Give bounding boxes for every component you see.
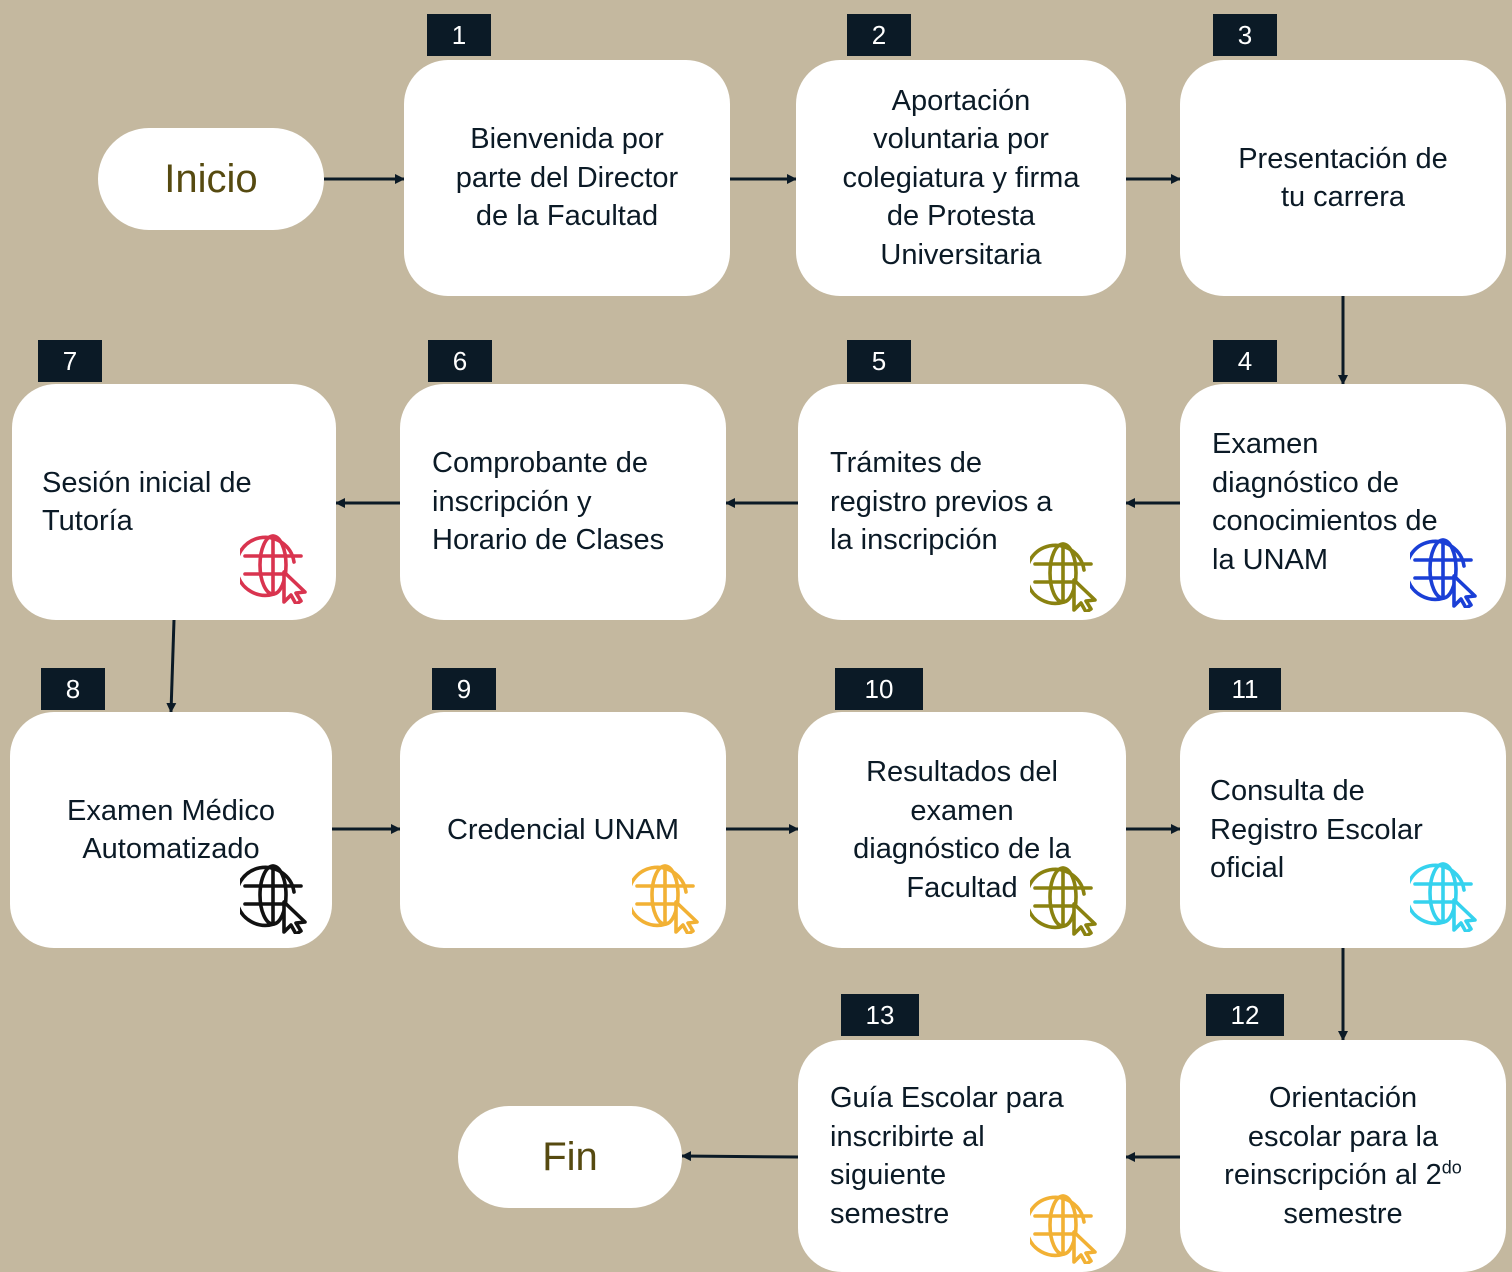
step-box: Bienvenida por parte del Director de la … bbox=[404, 60, 730, 296]
step-number-badge: 12 bbox=[1206, 994, 1284, 1036]
step-number-badge: 4 bbox=[1213, 340, 1277, 382]
connector-arrow bbox=[681, 1151, 799, 1162]
step-box: Comprobante de inscripción y Horario de … bbox=[400, 384, 726, 620]
step-number-badge: 3 bbox=[1213, 14, 1277, 56]
step-number-badge: 6 bbox=[428, 340, 492, 382]
step-text: Examen diagnóstico de conocimientos de l… bbox=[1212, 428, 1438, 576]
globe-cursor-icon[interactable] bbox=[1410, 860, 1482, 932]
step-text: Credencial UNAM bbox=[446, 813, 680, 846]
step-text: Sesión inicial de Tutoría bbox=[42, 466, 252, 538]
globe-cursor-icon[interactable] bbox=[240, 532, 312, 604]
step-box: Sesión inicial de Tutoría bbox=[12, 384, 336, 620]
step-number-badge: 13 bbox=[841, 994, 919, 1036]
start-terminal: Inicio bbox=[98, 128, 324, 230]
step-box: Orientación escolar para la reinscripció… bbox=[1180, 1040, 1506, 1272]
step-text: Comprobante de inscripción y Horario de … bbox=[432, 447, 665, 557]
step-text: Orientación escolar para la reinscripció… bbox=[1224, 1082, 1462, 1230]
step-box: Resultados del examen diagnóstico de la … bbox=[798, 712, 1126, 948]
step-text: Trámites de registro previos a la inscri… bbox=[830, 447, 1053, 557]
step-number-badge: 1 bbox=[427, 14, 491, 56]
step-text: Bienvenida por parte del Director de la … bbox=[455, 123, 679, 233]
step-text: Guía Escolar para inscribirte al siguien… bbox=[830, 1082, 1064, 1230]
step-number-badge: 10 bbox=[835, 668, 923, 710]
step-text: Aportación voluntaria por colegiatura y … bbox=[842, 84, 1080, 271]
connector-arrow bbox=[166, 619, 177, 713]
step-box: Presentación de tu carrera bbox=[1180, 60, 1506, 296]
step-text: Presentación de tu carrera bbox=[1238, 142, 1448, 214]
globe-cursor-icon[interactable] bbox=[1410, 536, 1482, 608]
step-text: Examen Médico Automatizado bbox=[67, 794, 275, 866]
step-text: Resultados del examen diagnóstico de la … bbox=[853, 756, 1071, 904]
step-number-badge: 8 bbox=[41, 668, 105, 710]
globe-cursor-icon[interactable] bbox=[240, 862, 312, 934]
step-number-badge: 2 bbox=[847, 14, 911, 56]
step-box: Credencial UNAM bbox=[400, 712, 726, 948]
step-number-badge: 7 bbox=[38, 340, 102, 382]
globe-cursor-icon[interactable] bbox=[632, 862, 704, 934]
globe-cursor-icon[interactable] bbox=[1030, 540, 1102, 612]
step-box: Consulta de Registro Escolar oficial bbox=[1180, 712, 1506, 948]
step-number-badge: 11 bbox=[1209, 668, 1281, 710]
globe-cursor-icon[interactable] bbox=[1030, 1192, 1102, 1264]
step-text: Consulta de Registro Escolar oficial bbox=[1210, 775, 1423, 885]
step-box: Examen Médico Automatizado bbox=[10, 712, 332, 948]
end-terminal: Fin bbox=[458, 1106, 682, 1208]
step-box: Examen diagnóstico de conocimientos de l… bbox=[1180, 384, 1506, 620]
step-number-badge: 5 bbox=[847, 340, 911, 382]
step-box: Aportación voluntaria por colegiatura y … bbox=[796, 60, 1126, 296]
step-number-badge: 9 bbox=[432, 668, 496, 710]
globe-cursor-icon[interactable] bbox=[1030, 864, 1102, 936]
